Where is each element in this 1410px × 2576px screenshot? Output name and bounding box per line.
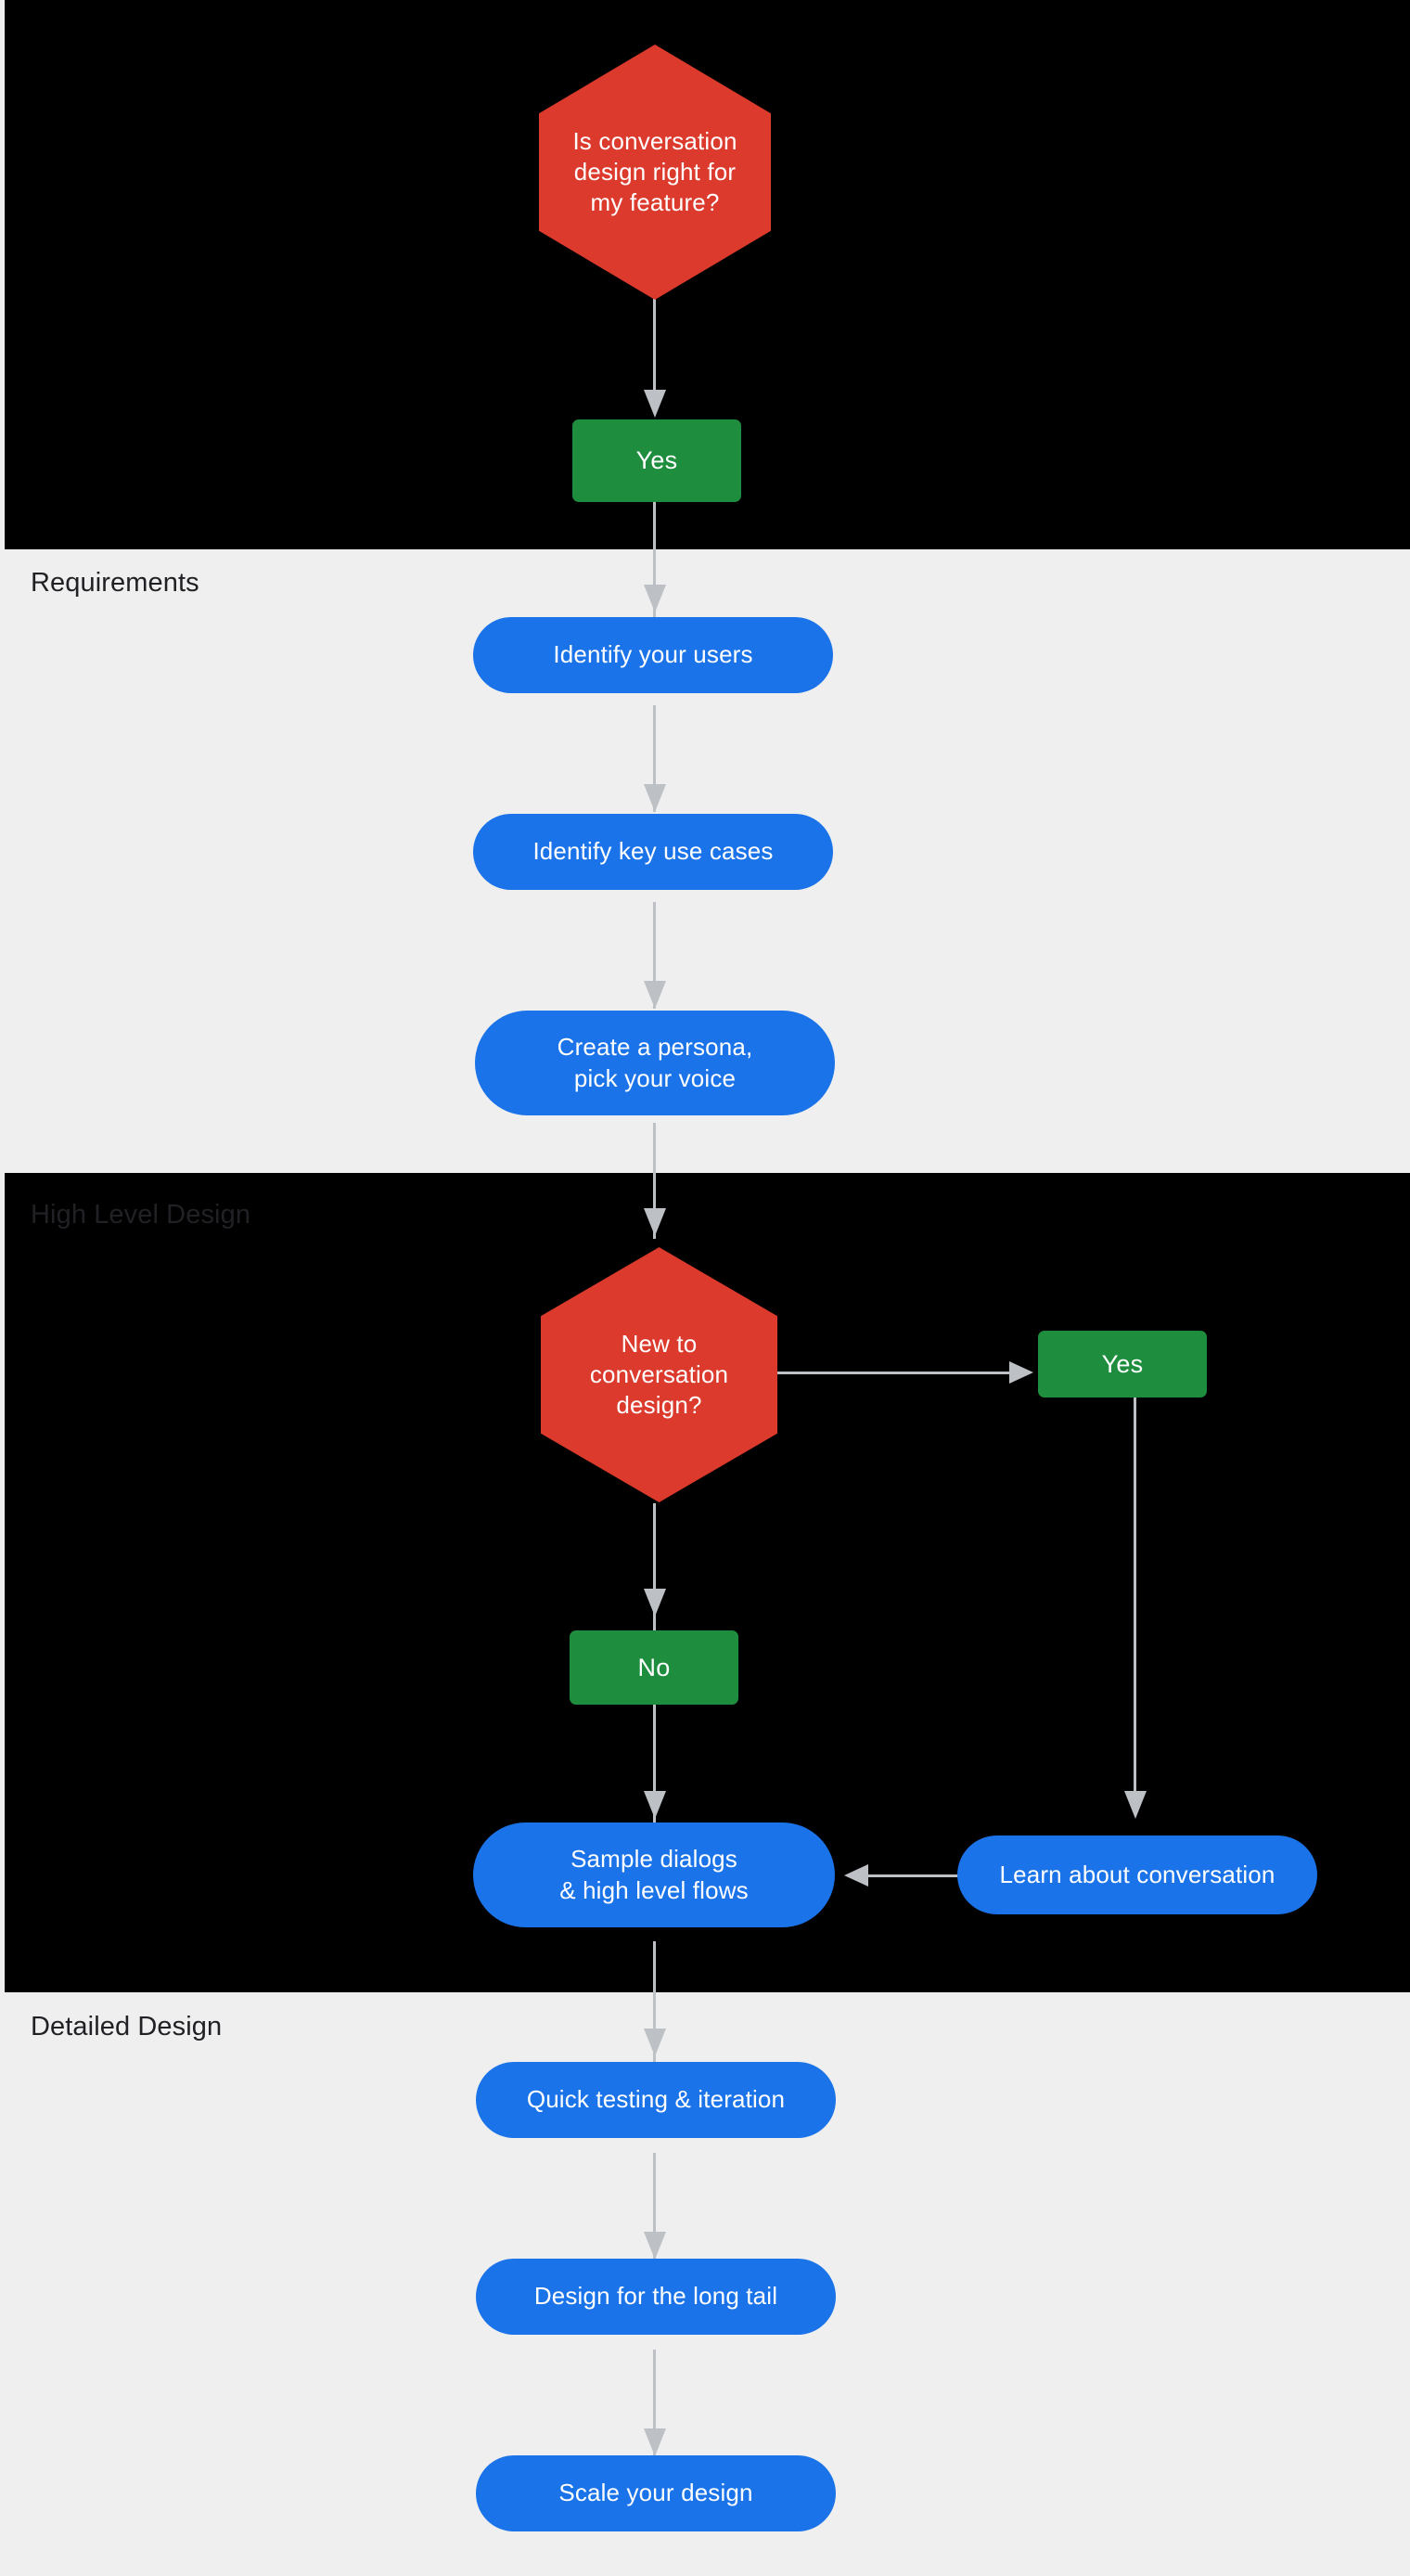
node-text-line1: Is conversation [572,126,737,155]
arrowhead-persona-to-decision2 [644,1208,666,1236]
arrowhead-use-cases-to-persona [644,981,666,1009]
connector-decision2-to-yes2 [777,1372,1014,1374]
connector-decision1-to-yes1 [653,297,656,404]
left-page-edge [0,0,5,2576]
node-text-line2: & high level flows [559,1875,749,1904]
connector-use-cases-to-persona [653,902,656,1009]
node-label: Scale your design [558,2479,753,2507]
connector-yes2-to-learn [1134,1397,1136,1806]
arrowhead-sample-dialogs-to-quick-testing [644,2029,666,2056]
node-label: No [637,1653,671,1681]
connector-decision2-to-no [653,1503,656,1633]
node-label: Design for the long tail [533,2282,778,2311]
node-text-line3: design? [616,1391,702,1420]
section-title-requirements: Requirements [31,568,199,598]
connector-sample-dialogs-to-quick-testing [653,1941,656,2071]
node-text-line2: pick your voice [573,1063,737,1092]
node-text-line1: New to [621,1329,698,1358]
node-answer-yes-1[interactable]: Yes [572,419,741,502]
node-step-create-persona-pick-voice[interactable]: Create a persona, pick your voice [475,1011,835,1115]
arrowhead-decision2-to-yes2 [1009,1361,1033,1384]
arrowhead-identify-users-to-use-cases [644,784,666,812]
arrowhead-quick-testing-to-long-tail [644,2232,666,2260]
connector-yes1-to-identify-users [653,501,656,626]
connector-quick-testing-to-long-tail [653,2153,656,2260]
arrowhead-yes2-to-learn [1124,1791,1147,1819]
node-step-identify-your-users[interactable]: Identify your users [473,617,833,693]
connector-learn-to-sample-dialogs [867,1874,993,1877]
arrowhead-learn-to-sample-dialogs [844,1864,868,1887]
connector-persona-to-decision2 [653,1123,656,1239]
node-label: Quick testing & iteration [526,2085,786,2114]
arrowhead-decision2-to-no [644,1589,666,1616]
connector-identify-users-to-use-cases [653,705,656,812]
node-step-learn-about-conversation[interactable]: Learn about conversation [957,1835,1317,1914]
node-answer-no[interactable]: No [570,1630,738,1705]
node-label: Yes [635,446,678,475]
node-step-design-for-long-tail[interactable]: Design for the long tail [476,2259,836,2335]
node-label: Identify key use cases [532,837,774,866]
arrowhead-no-to-sample-dialogs [644,1791,666,1819]
connector-no-to-sample-dialogs [653,1705,656,1835]
node-text-line2: design right for [573,157,737,186]
node-step-identify-key-use-cases[interactable]: Identify key use cases [473,814,833,890]
section-title-detailed-design: Detailed Design [31,2012,223,2041]
node-text-line1: Sample dialogs [570,1845,737,1874]
node-answer-yes-2[interactable]: Yes [1038,1331,1207,1397]
node-text-line1: Create a persona, [557,1033,753,1062]
connector-long-tail-to-scale [653,2350,656,2456]
node-label: Yes [1101,1349,1144,1378]
arrowhead-decision1-to-yes1 [644,390,666,418]
node-step-sample-dialogs-high-level-flows[interactable]: Sample dialogs & high level flows [473,1823,835,1927]
node-label: Identify your users [553,640,753,669]
section-title-high-level-design: High Level Design [31,1200,251,1230]
arrowhead-long-tail-to-scale [644,2428,666,2456]
node-text-line3: my feature? [590,188,720,217]
node-step-scale-your-design[interactable]: Scale your design [476,2455,836,2531]
node-step-quick-testing-iteration[interactable]: Quick testing & iteration [476,2062,836,2138]
node-label: Learn about conversation [999,1860,1275,1888]
arrowhead-yes1-to-identify-users [644,585,666,612]
node-text-line2: conversation [589,1359,729,1388]
